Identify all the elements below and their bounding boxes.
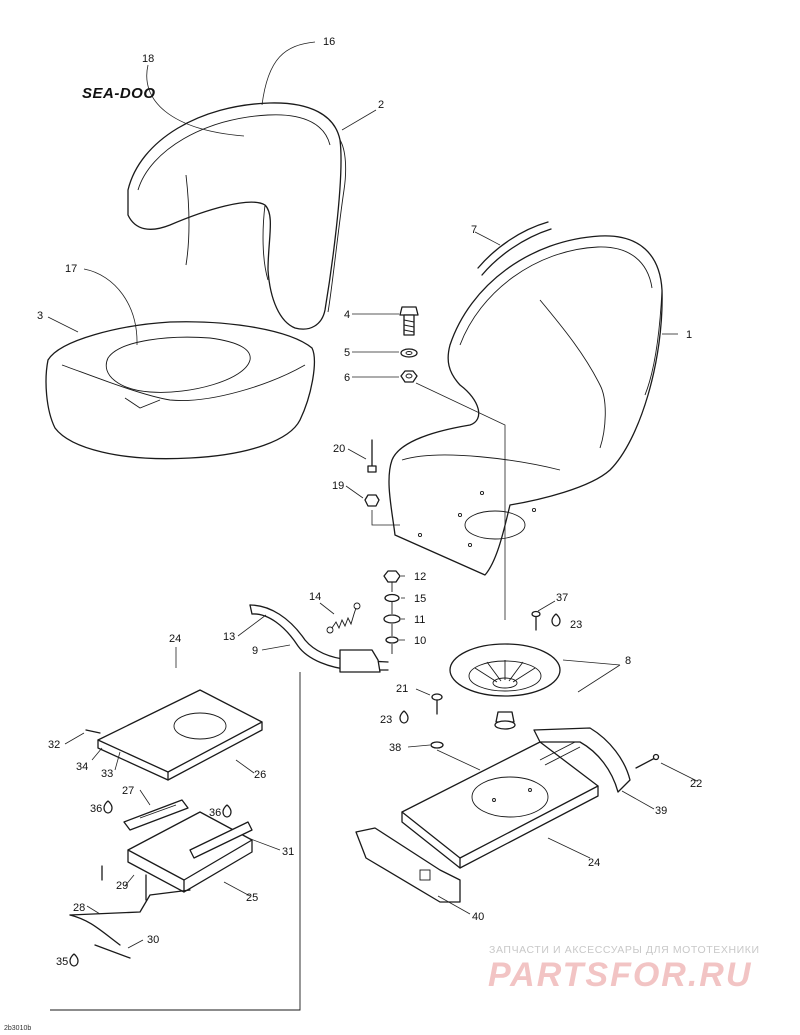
- loctite-36-right: [222, 804, 232, 818]
- loctite-35: [69, 953, 79, 967]
- callout-6: 6: [344, 372, 350, 384]
- callout-23-right: 23: [570, 619, 582, 631]
- slide-plate-24-right: [401, 741, 599, 869]
- callout-labels: 1 2 3 4 5 6 7 8 9 10 11 12 13 14 15 16 1…: [37, 36, 702, 968]
- screw-22: [635, 753, 660, 769]
- callout-36-left: 36: [90, 803, 102, 815]
- callout-4: 4: [344, 309, 350, 321]
- callout-37: 37: [556, 592, 568, 604]
- callout-23-left: 23: [380, 714, 392, 726]
- release-lever: [249, 604, 389, 673]
- grab-strap: [477, 221, 552, 276]
- callout-15: 15: [414, 593, 426, 605]
- callout-21: 21: [396, 683, 408, 695]
- callout-12: 12: [414, 571, 426, 583]
- callout-26: 26: [254, 769, 266, 781]
- callout-5: 5: [344, 347, 350, 359]
- assembly-frame: [50, 672, 301, 1011]
- seat-cushion: [45, 321, 315, 460]
- callout-13: 13: [223, 631, 235, 643]
- nut-6: [400, 370, 418, 383]
- slide-frame-25: [127, 811, 253, 893]
- callout-40: 40: [472, 911, 484, 923]
- svg-text:SEA-DOO: SEA-DOO: [82, 85, 156, 102]
- callout-29: 29: [116, 880, 128, 892]
- callout-16: 16: [323, 36, 335, 48]
- screw-32: [85, 729, 101, 734]
- stack-fasteners-10-15: [383, 570, 401, 654]
- seat-base: [388, 235, 663, 576]
- callout-33: 33: [101, 768, 113, 780]
- callout-17: 17: [65, 263, 77, 275]
- callout-38: 38: [389, 742, 401, 754]
- callout-22: 22: [690, 778, 702, 790]
- rail-39: [533, 727, 631, 793]
- loctite-23-right: [551, 613, 561, 627]
- sea-doo-logo: SEA-DOO: [82, 85, 156, 102]
- screw-4: [399, 306, 419, 336]
- diagram-code: 2b3010b: [4, 1025, 31, 1032]
- seat-cover-backrest: [127, 102, 347, 330]
- leader-lines: [47, 41, 698, 949]
- loctite-36-left: [103, 800, 113, 814]
- bar-31: [189, 821, 253, 859]
- rivet-20: [367, 439, 377, 473]
- bar-30: [94, 944, 131, 959]
- callout-2: 2: [378, 99, 384, 111]
- handle-28: [69, 889, 191, 946]
- pin-29: [101, 865, 147, 901]
- callout-28: 28: [73, 902, 85, 914]
- callout-32: 32: [48, 739, 60, 751]
- callout-3: 3: [37, 310, 43, 322]
- slide-plate-24-left: [97, 689, 263, 781]
- rail-27: [123, 799, 189, 831]
- swivel-plate-8: [449, 643, 561, 730]
- callout-9: 9: [252, 645, 258, 657]
- washer-38: [430, 741, 444, 749]
- watermark: ЗАПЧАСТИ И АКСЕССУАРЫ ДЛЯ МОТОТЕХНИКИ PA…: [488, 944, 760, 994]
- callout-34: 34: [76, 761, 88, 773]
- spring-14: [326, 602, 361, 634]
- callout-19: 19: [332, 480, 344, 492]
- callout-14: 14: [309, 591, 321, 603]
- callout-36-right: 36: [209, 807, 221, 819]
- callout-31: 31: [282, 846, 294, 858]
- screw-21: [431, 693, 443, 715]
- watermark-brand: PARTSFOR.RU: [488, 956, 752, 994]
- screw-37: [531, 610, 541, 631]
- nut-19: [364, 494, 380, 507]
- callout-1: 1: [686, 329, 692, 341]
- rail-40: [355, 827, 461, 903]
- callout-10: 10: [414, 635, 426, 647]
- callout-27: 27: [122, 785, 134, 797]
- watermark-tagline: ЗАПЧАСТИ И АКСЕССУАРЫ ДЛЯ МОТОТЕХНИКИ: [489, 944, 760, 956]
- callout-11: 11: [414, 614, 425, 626]
- callout-20: 20: [333, 443, 345, 455]
- callout-7: 7: [471, 224, 477, 236]
- callout-8: 8: [625, 655, 631, 667]
- callout-35: 35: [56, 956, 68, 968]
- loctite-23-left: [399, 710, 409, 724]
- callout-39: 39: [655, 805, 667, 817]
- washer-5: [400, 348, 418, 358]
- callout-24-right: 24: [588, 857, 600, 869]
- callout-25: 25: [246, 892, 258, 904]
- callout-24-left: 24: [169, 633, 181, 645]
- callout-30: 30: [147, 934, 159, 946]
- callout-18: 18: [142, 53, 154, 65]
